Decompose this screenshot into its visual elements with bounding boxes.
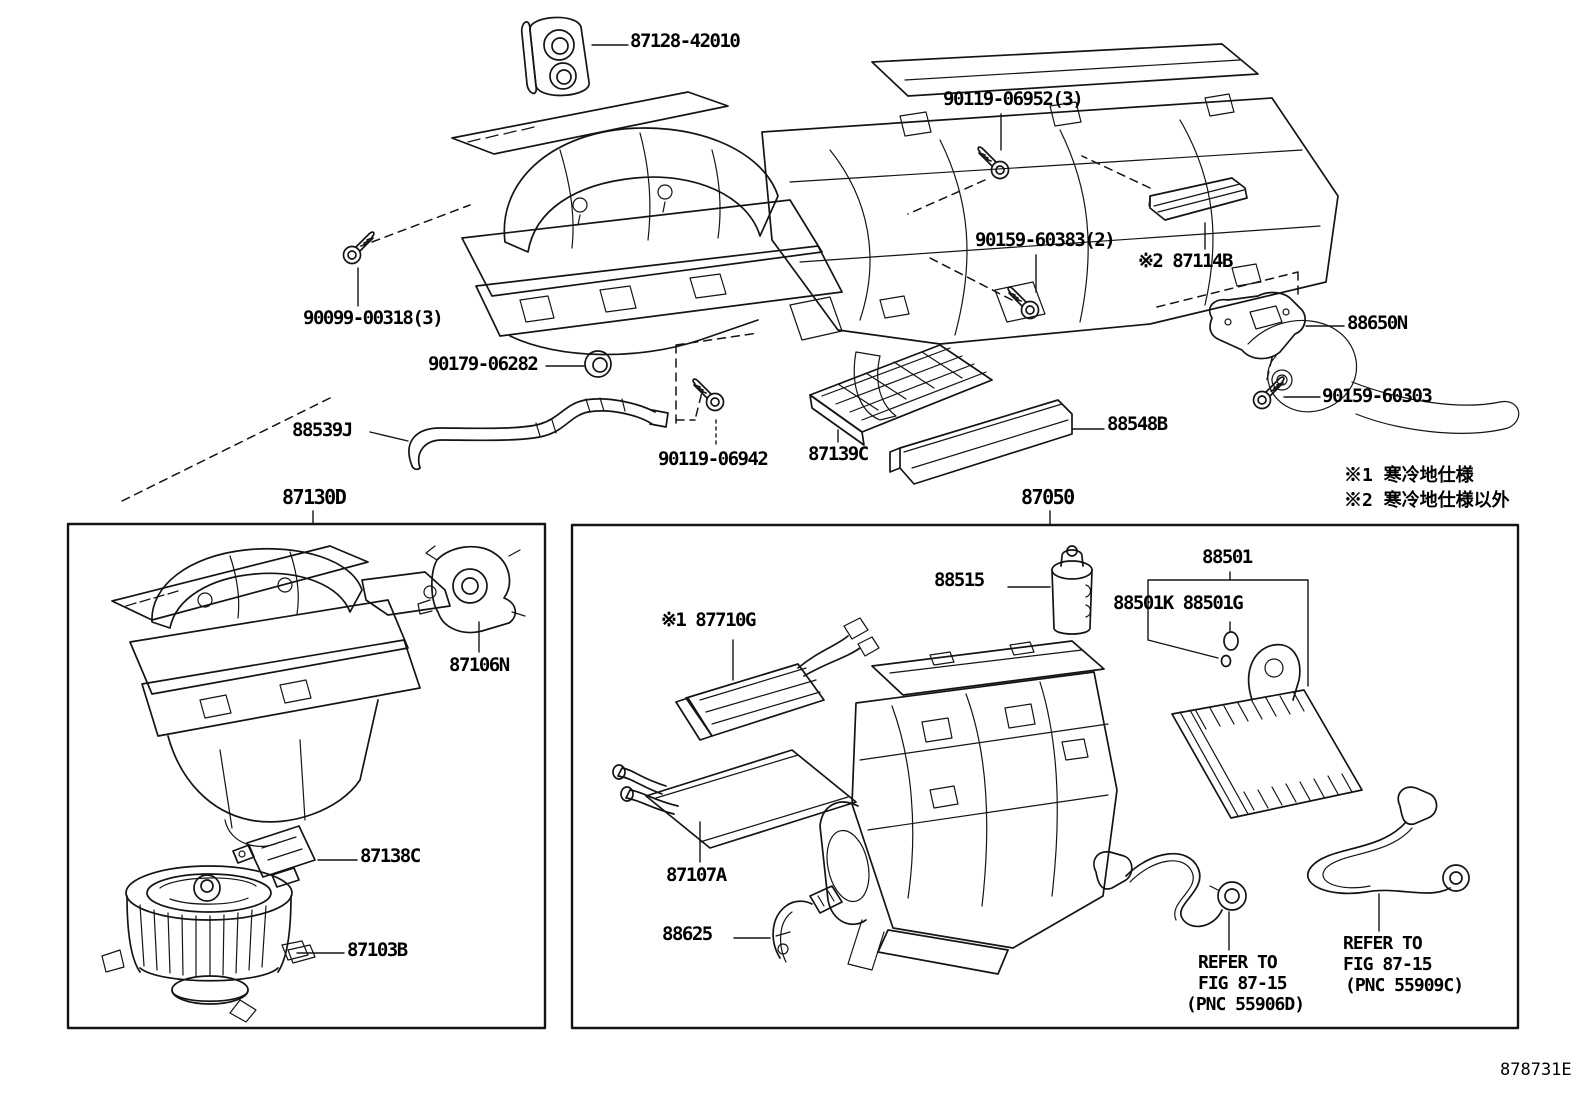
- leader-lines: [296, 44, 1380, 954]
- blower-resistor-drawing: [232, 825, 316, 888]
- servo-motor-drawing: [417, 545, 526, 634]
- part-label-screw-60303: 90159-60303: [1322, 385, 1433, 407]
- oring-small: [1220, 654, 1232, 668]
- expansion-valve-drawing: [1051, 545, 1093, 635]
- part-label-amplifier: 88650N: [1347, 312, 1408, 334]
- assembly-label-87130D: 87130D: [282, 485, 347, 509]
- cowl-grommet-drawing: [520, 16, 590, 97]
- part-label-filter-case: 88548B: [1107, 413, 1168, 435]
- ac-unit-drawing: [819, 640, 1118, 975]
- ptc-heater-drawing: [675, 617, 880, 741]
- part-label-screw-06942: 90119-06942: [658, 448, 769, 470]
- heater-unit-front-half-drawing: [125, 91, 843, 609]
- heater-hose-drawing: [408, 397, 669, 471]
- assembly-label-87050: 87050: [1021, 485, 1075, 509]
- reference-2-line-3: (PNC 55909C): [1345, 975, 1464, 996]
- screw-90099-00318: [342, 231, 375, 265]
- reference-1-line-1: REFER TO: [1198, 952, 1278, 973]
- part-label-evaporator: 88501: [1202, 546, 1253, 568]
- footnote-2: ※2 寒冷地仕様以外: [1344, 490, 1510, 511]
- reference-1-line-2: FIG 87-15: [1198, 973, 1288, 994]
- part-label-exp-valve: 88515: [934, 569, 985, 591]
- dashed-lines: [119, 155, 1299, 503]
- part-label-ptc-heater: ※1 87710G: [661, 609, 756, 631]
- part-label-screw-00318: 90099-00318(3): [303, 307, 444, 329]
- reference-2-line-2: FIG 87-15: [1343, 954, 1433, 975]
- screw-90119-06942: [692, 378, 725, 412]
- heater-unit-rear-half-drawing: [761, 43, 1520, 434]
- blower-unit-drawing: [111, 545, 451, 847]
- part-label-orings: 88501K 88501G: [1113, 592, 1244, 614]
- reference-1-line-3: (PNC 55906D): [1186, 994, 1305, 1015]
- part-label-thermistor: 88625: [662, 923, 713, 945]
- heater-core-drawing: [612, 749, 857, 849]
- part-label-hose: 88539J: [292, 419, 353, 441]
- grommet-90179-drawing: [584, 350, 612, 378]
- amplifier-88650N-drawing: [1208, 291, 1306, 360]
- part-label-duct-strip: ※2 87114B: [1138, 250, 1233, 272]
- part-label-grommet-cowl: 87128-42010: [630, 30, 741, 52]
- part-label-heater-core: 87107A: [666, 864, 727, 886]
- figure-code: 878731E: [1500, 1060, 1572, 1080]
- part-label-screw-60383: 90159-60383(2): [975, 229, 1116, 251]
- oring-large: [1223, 631, 1239, 651]
- left-assembly-box: [66, 510, 547, 1030]
- right-assembly-box: [570, 510, 1520, 1030]
- screw-90119-06952: [977, 146, 1010, 180]
- part-label-filter: 87139C: [808, 443, 869, 465]
- blower-motor-drawing: [101, 865, 316, 1023]
- part-label-resistor: 87138C: [360, 845, 421, 867]
- cabin-filter-drawing: [809, 344, 993, 446]
- part-label-grommet-06282: 90179-06282: [428, 353, 539, 375]
- part-label-blower: 87103B: [347, 939, 408, 961]
- part-label-screw-06952: 90119-06952(3): [943, 88, 1084, 110]
- footnote-1: ※1 寒冷地仕様: [1344, 465, 1474, 486]
- filter-case-drawing: [889, 399, 1073, 485]
- evaporator-drawing: [1171, 643, 1363, 819]
- reference-2-line-1: REFER TO: [1343, 933, 1423, 954]
- thermistor-wire-left-drawing: [1093, 850, 1247, 928]
- part-label-servo: 87106N: [449, 654, 510, 676]
- screw-90159-60383: [1007, 286, 1040, 320]
- thermistor-wire-right-drawing: [1306, 786, 1470, 895]
- duct-strip-drawing: [1148, 177, 1248, 221]
- thermistor-bracket-drawing: [772, 885, 843, 963]
